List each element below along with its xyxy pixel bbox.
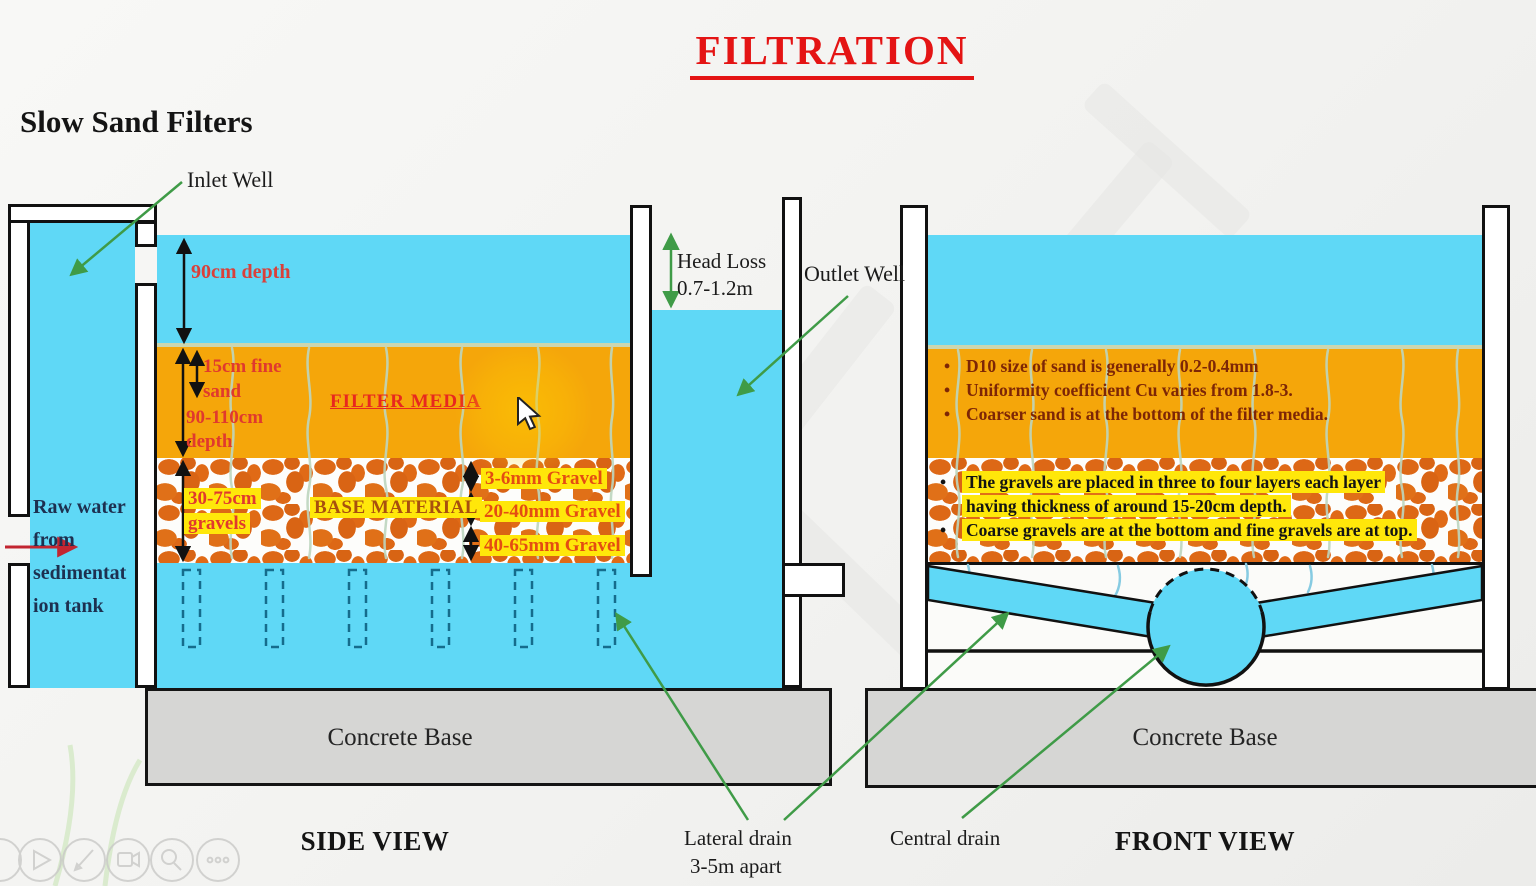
- side-view-caption: SIDE VIEW: [300, 826, 450, 856]
- sand-note-text: D10 size of sand is generally 0.2-0.4mm: [966, 356, 1259, 376]
- fine-sand-label-line2: sand: [203, 381, 242, 402]
- play-icon[interactable]: [18, 838, 62, 882]
- central-drain-label: Central drain: [890, 826, 1001, 850]
- gravel-note-line1: • The gravels are placed in three to four…: [940, 470, 1386, 494]
- bullet-icon: •: [944, 404, 951, 424]
- outlet-well-label: Outlet Well: [804, 261, 906, 286]
- water-depth-label: 90cm depth: [191, 261, 291, 283]
- toolbar-edge-icon[interactable]: [0, 838, 22, 882]
- raw-water-label-line4: ion tank: [33, 595, 104, 617]
- gravel-depth-text: 30-75cm: [184, 488, 261, 509]
- outlet-pipe: [782, 563, 845, 597]
- bullet-icon: •: [940, 472, 947, 492]
- sand-note-2: • Uniformity coefficient Cu varies from 1…: [944, 378, 1293, 402]
- front-view-caption: FRONT VIEW: [1114, 826, 1296, 856]
- pencil-icon[interactable]: [62, 838, 106, 882]
- side-underdrain-water: [157, 563, 782, 688]
- gravel-note-text: The gravels are placed in three to four …: [962, 471, 1386, 493]
- search-icon[interactable]: [150, 838, 194, 882]
- front-tank-right-wall: [1482, 205, 1510, 690]
- page-title-text: FILTRATION: [689, 26, 975, 80]
- inlet-well-left-wall-upper: [8, 204, 30, 517]
- fine-sand-label-line1: 15cm fine: [203, 356, 282, 377]
- player-toolbar: [0, 838, 240, 882]
- cursor-spotlight: [454, 340, 594, 480]
- page-title: FILTRATION: [632, 26, 1032, 80]
- more-options-icon[interactable]: [196, 838, 240, 882]
- media-depth-label-line1: 90-110cm: [186, 407, 264, 428]
- raw-water-label-line1: Raw water: [33, 496, 126, 518]
- decorative-curves: [52, 744, 143, 886]
- front-tank-left-wall: [900, 205, 928, 690]
- raw-water-label-line3: sedimentat: [33, 562, 127, 584]
- sand-note-3: • Coarser sand is at the bottom of the fi…: [944, 402, 1328, 426]
- head-loss-label-line2: 0.7-1.2m: [677, 276, 753, 300]
- lateral-drain-label-line1: Lateral drain: [684, 826, 792, 850]
- inlet-well-label: Inlet Well: [187, 167, 274, 192]
- front-supernatant-water: [928, 235, 1482, 345]
- gravel-size-text: 20-40mm Gravel: [480, 501, 625, 522]
- side-supernatant-water: [157, 235, 630, 343]
- filter-tank-right-wall: [630, 205, 652, 577]
- gravel-note-text: Coarse gravels are at the bottom and fin…: [962, 519, 1417, 541]
- gravel-size-label-3: 40-65mm Gravel: [480, 535, 625, 556]
- inlet-well-left-wall-lower: [8, 563, 30, 688]
- gravel-depth-label-line1: 30-75cm: [184, 488, 261, 509]
- outlet-well-water: [652, 310, 782, 565]
- camera-icon[interactable]: [106, 838, 150, 882]
- heading-slow-sand-filters: Slow Sand Filters: [20, 104, 253, 139]
- front-tank-under-space: [928, 562, 1482, 688]
- concrete-base-front-label: Concrete Base: [1132, 724, 1278, 751]
- sand-note-1: • D10 size of sand is generally 0.2-0.4mm: [944, 354, 1259, 378]
- head-loss-label-line1: Head Loss: [677, 249, 767, 273]
- gravel-note-line3: • Coarse gravels are at the bottom and fi…: [940, 518, 1417, 542]
- raw-water-label-line2: from: [33, 529, 75, 551]
- sand-note-text: Uniformity coefficient Cu varies from 1.…: [966, 380, 1293, 400]
- filter-media-label: FILTER MEDIA: [330, 391, 482, 412]
- bullet-icon: •: [940, 520, 947, 540]
- base-material-label: BASE MATERIAL: [310, 497, 482, 518]
- gravel-size-text: 40-65mm Gravel: [480, 535, 625, 556]
- sand-top-edge: [928, 345, 1482, 349]
- inlet-well-right-wall-stub: [135, 221, 157, 247]
- front-filter-media-sand: [928, 345, 1482, 458]
- outlet-well-outer-wall: [782, 197, 802, 688]
- bullet-icon: •: [944, 380, 951, 400]
- inlet-well-water: [30, 223, 135, 688]
- gravel-size-label-2: 20-40mm Gravel: [480, 501, 625, 522]
- gravel-note-line2: having thickness of around 15-20cm depth…: [962, 494, 1291, 518]
- lateral-drain-label-line2: 3-5m apart: [690, 854, 782, 878]
- base-material-text: BASE MATERIAL: [310, 497, 482, 518]
- bullet-icon: •: [944, 356, 951, 376]
- media-depth-label-line2: depth: [186, 431, 233, 452]
- inlet-well-right-wall: [135, 283, 157, 688]
- concrete-base-side-label: Concrete Base: [327, 724, 473, 751]
- sand-note-text: Coarser sand is at the bottom of the fil…: [966, 404, 1328, 424]
- gravel-depth-text: gravels: [184, 513, 251, 534]
- gravel-depth-label-line2: gravels: [184, 513, 251, 534]
- sand-top-edge: [157, 343, 630, 347]
- gravel-note-text: having thickness of around 15-20cm depth…: [962, 495, 1291, 517]
